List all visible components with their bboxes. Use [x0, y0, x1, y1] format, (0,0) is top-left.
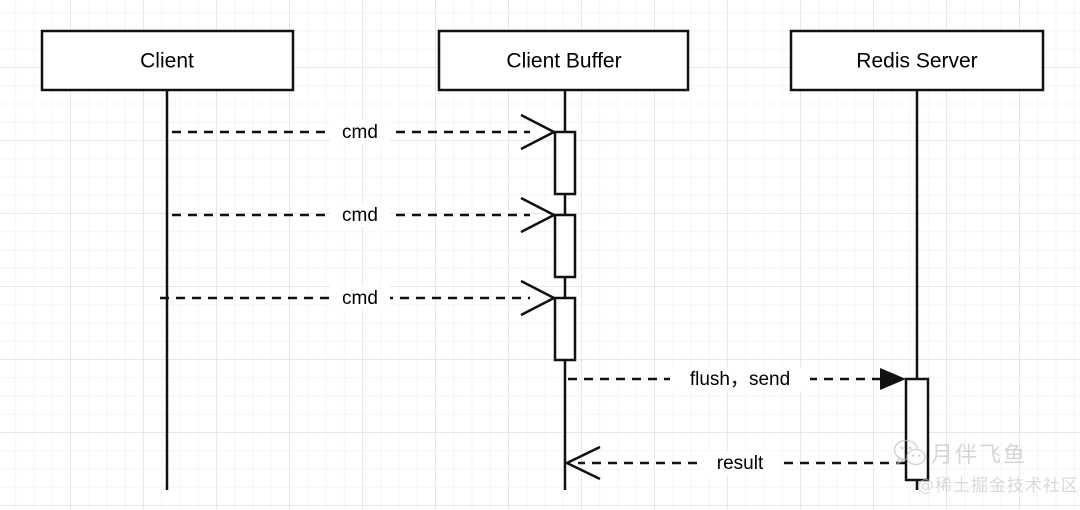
message-label-cmd-2: cmd — [342, 205, 378, 226]
label-bg-result — [700, 451, 780, 475]
label-bg-flush-send — [670, 367, 810, 391]
arrowhead-cmd-3-icon — [520, 279, 557, 317]
label-bg-cmd-1 — [330, 120, 390, 144]
message-label-cmd-3: cmd — [342, 288, 378, 309]
activation-bar-buffer-2 — [553, 213, 577, 279]
actor-box-client-buffer[interactable] — [437, 29, 690, 92]
label-bg-cmd-3 — [330, 286, 390, 310]
actor-label-client: Client — [140, 50, 194, 73]
activation-bar-server-1 — [904, 377, 930, 482]
message-label-flush-send: flush，send — [690, 369, 790, 390]
activation-bar-buffer-3 — [553, 296, 577, 362]
actor-box-redis-server[interactable] — [789, 29, 1045, 92]
arrowhead-flush-send-icon — [880, 368, 906, 390]
message-label-cmd-1: cmd — [342, 122, 378, 143]
actor-label-client-buffer: Client Buffer — [506, 50, 621, 73]
arrowhead-result-icon — [564, 445, 601, 481]
message-label-result: result — [717, 453, 764, 474]
actor-label-redis-server: Redis Server — [856, 50, 977, 73]
activation-bar-buffer-1 — [553, 130, 577, 196]
actor-box-client[interactable] — [40, 29, 295, 92]
label-bg-cmd-2 — [330, 203, 390, 227]
